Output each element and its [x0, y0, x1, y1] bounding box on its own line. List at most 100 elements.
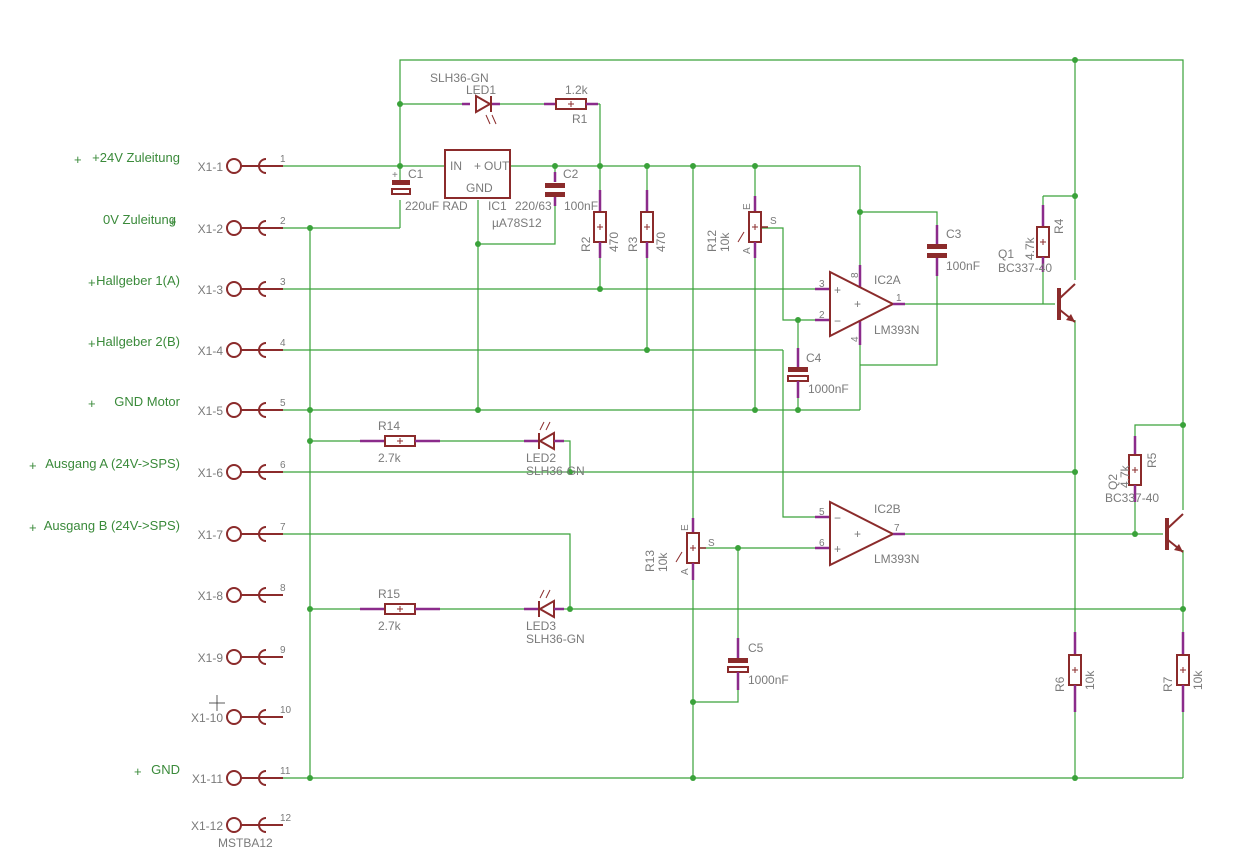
pin-number: 6 [280, 460, 286, 471]
connector-ref: X1-6 [198, 466, 224, 480]
svg-text:2: 2 [819, 310, 825, 321]
r13-potentiometer: R13 10k A E S [643, 518, 715, 580]
r6: R6 10k [1053, 632, 1097, 712]
q2-name: Q2 [1106, 474, 1120, 490]
r4-name: R4 [1052, 218, 1066, 234]
terminal-icon [226, 526, 242, 542]
c3-value: 100nF [946, 259, 980, 273]
led3-value: SLH36-GN [526, 632, 585, 646]
svg-text:8: 8 [850, 272, 861, 278]
crosshair-cursor-icon [209, 695, 225, 711]
svg-text:+: + [834, 283, 841, 297]
pin-number: 9 [280, 645, 286, 656]
ic2b-value: LM393N [874, 552, 919, 566]
pin-number: 12 [280, 813, 292, 824]
connector-ref: X1-9 [198, 651, 224, 665]
c4-name: C4 [806, 351, 822, 365]
connector-row-7: Ausgang B (24V->SPS)+X1-77 [29, 518, 286, 542]
net-marker-icon: + [74, 152, 82, 167]
c3: C3 100nF [927, 225, 980, 276]
c4-value: 1000nF [808, 382, 849, 396]
r12-name: R12 [705, 230, 719, 252]
connector-part-label: MSTBA12 [218, 836, 273, 850]
ic2a-comparator: + − + 3 2 1 8 4 IC2A LM393N [815, 265, 919, 345]
connector-ref: X1-1 [198, 160, 224, 174]
led1: SLH36-GN LED1 [430, 71, 500, 125]
c5-value: 1000nF [748, 673, 789, 687]
terminal-icon [226, 587, 242, 603]
net-marker-icon: + [88, 275, 96, 290]
svg-text:S: S [770, 216, 777, 227]
net-label: GND Motor [114, 394, 180, 409]
net-label: Hallgeber 1(A) [96, 273, 180, 288]
q1-name: Q1 [998, 247, 1014, 261]
r14-value: 2.7k [378, 451, 402, 465]
led2-value: SLH36-GN [526, 464, 585, 478]
svg-text:+: + [834, 542, 841, 556]
r12-value: 10k [718, 232, 732, 252]
r5-name: R5 [1145, 452, 1159, 468]
net-label: +24V Zuleitung [92, 150, 180, 165]
pin-number: 1 [280, 154, 286, 165]
pin-number: 7 [280, 522, 286, 533]
r7: R7 10k [1161, 632, 1205, 712]
svg-text:+: + [474, 159, 481, 173]
connector-ref: X1-11 [192, 772, 223, 786]
q2-value: BC337-40 [1105, 491, 1159, 505]
terminal-icon [226, 220, 242, 236]
r6-name: R6 [1053, 676, 1067, 692]
c1-value: 220uF RAD [405, 199, 468, 213]
c4: C4 1000nF [787, 348, 849, 398]
terminal-icon [226, 158, 242, 174]
terminal-icon [226, 281, 242, 297]
connector-ref: X1-10 [191, 711, 223, 725]
r15: R15 2.7k [360, 587, 440, 633]
r14-name: R14 [378, 419, 400, 433]
c1: + C1 220uF RAD [391, 167, 468, 213]
ic2b-comparator: − + + 5 6 7 IC2B LM393N [815, 500, 919, 567]
svg-text:A: A [680, 568, 691, 575]
connector-ref: X1-3 [198, 283, 224, 297]
net-label: 0V Zuleitung [103, 212, 176, 227]
connector-row-8: X1-88 [198, 583, 286, 603]
net-marker-icon: + [134, 764, 142, 779]
connector-ref: X1-2 [198, 222, 224, 236]
net-label: Ausgang A (24V->SPS) [45, 456, 180, 471]
r2-value: 470 [607, 232, 621, 252]
c2: C2 220/63 100nF [515, 167, 598, 213]
led3-name: LED3 [526, 619, 556, 633]
connector-row-3: Hallgeber 1(A)+ X1-3 3 [88, 273, 286, 297]
terminal-icon [226, 770, 242, 786]
connector-row-2: 0V Zuleitung+X1-22 [103, 212, 286, 236]
terminal-icon [226, 709, 242, 725]
connector-row-9: X1-9 9 [198, 645, 286, 665]
pin-number: 3 [280, 277, 286, 288]
c2-value2: 100nF [564, 199, 598, 213]
svg-text:A: A [742, 247, 753, 254]
svg-text:4: 4 [850, 336, 861, 342]
connector-row-5: GND Motor+X1-55 [88, 394, 286, 418]
ic2a-name: IC2A [874, 273, 901, 287]
svg-text:6: 6 [819, 538, 825, 549]
terminal-icon [226, 342, 242, 358]
r1-value: 1.2k [565, 83, 589, 97]
ic1-out-pin: OUT [484, 159, 510, 173]
pin-number: 4 [280, 338, 286, 349]
r7-name: R7 [1161, 676, 1175, 692]
svg-text:E: E [680, 524, 691, 531]
svg-text:+: + [854, 297, 861, 311]
net-label: Hallgeber 2(B) [96, 334, 180, 349]
net-marker-icon: + [29, 520, 37, 535]
c2-value: 220/63 [515, 199, 552, 213]
svg-text:E: E [742, 203, 753, 210]
ic1-name: IC1 [488, 199, 507, 213]
pin-number: 10 [280, 705, 292, 716]
net-marker-icon: + [29, 458, 37, 473]
connector-ref: X1-4 [198, 344, 224, 358]
c1-name: C1 [408, 167, 424, 181]
ic2a-value: LM393N [874, 323, 919, 337]
led1-name: LED1 [466, 83, 496, 97]
